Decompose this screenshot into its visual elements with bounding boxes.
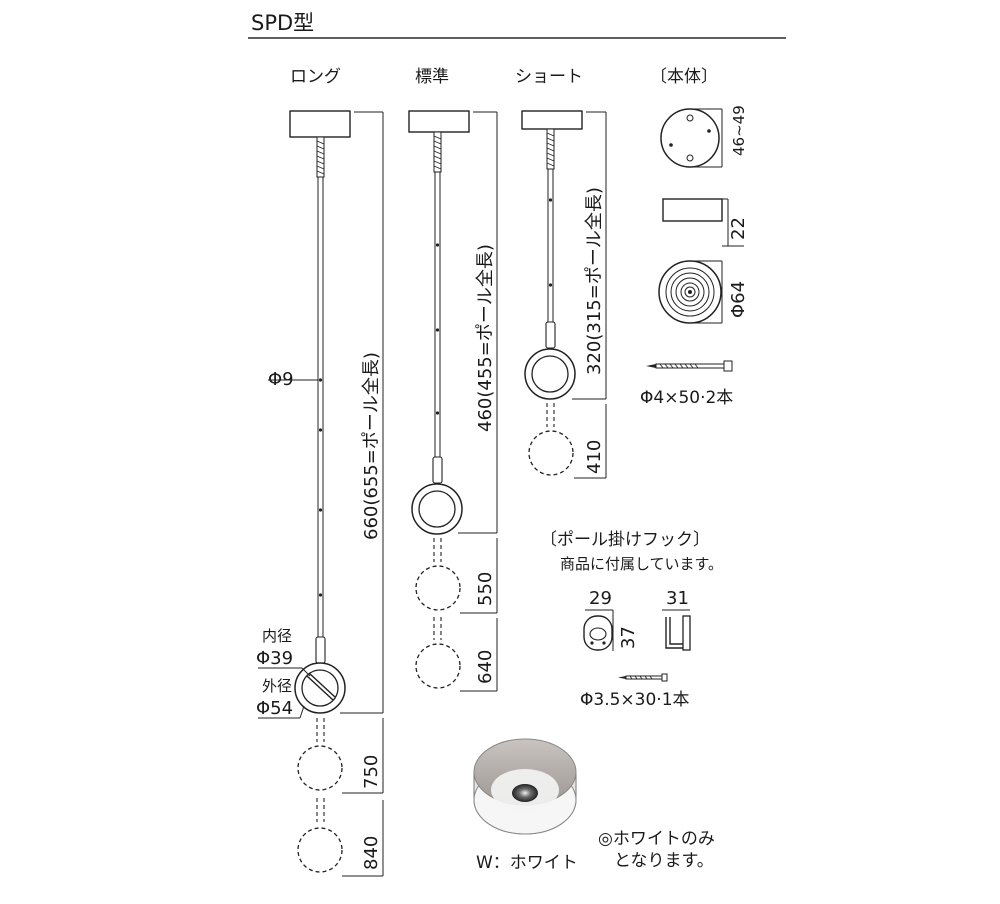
heading-body: 〔本体〕 <box>650 67 718 87</box>
standard-ext2-dim: 640 <box>475 650 496 684</box>
standard-ring-inner <box>418 490 456 528</box>
standard-extended-ring-1 <box>415 565 461 611</box>
body-screw <box>646 360 733 372</box>
short-ext1-dim: 410 <box>584 440 605 474</box>
long-hanger: 660(655=ポール全長) 750 840 Φ9 内径 Φ39 外径 Φ54 <box>256 110 384 877</box>
body-height-dim: 22 <box>728 217 749 240</box>
product-color-label: W：ホワイト <box>476 853 578 873</box>
long-ext2-dim: 840 <box>361 836 382 870</box>
hook-side-view <box>665 617 688 649</box>
long-extended-ring-1 <box>297 745 343 791</box>
short-ring-inner <box>531 355 569 393</box>
body-parts: 46~49 22 Φ64 Φ4×50·2本 <box>640 105 749 408</box>
long-length-dim: 660(655=ポール全長) <box>361 352 382 540</box>
product-note-line1: ◎ホワイトのみ <box>598 829 715 849</box>
standard-ext1-dim: 550 <box>475 572 496 606</box>
product-note-line2: となります。 <box>614 851 714 871</box>
standard-length-dim: 460(455=ポール全長) <box>475 244 496 432</box>
hook-screw-spec: Φ3.5×30·1本 <box>580 690 690 710</box>
hook-width-dim: 29 <box>589 588 612 609</box>
body-side-view <box>662 198 723 222</box>
hook-title: 〔ポール掛けフック〕 <box>540 530 710 550</box>
body-screw-spec: Φ4×50·2本 <box>640 388 733 408</box>
heading-short: ショート <box>515 67 583 87</box>
standard-hanger: 460(455=ポール全長) 550 640 <box>408 110 498 692</box>
short-length-dim: 320(315=ポール全長) <box>584 187 605 375</box>
heading-standard: 標準 <box>415 67 449 87</box>
standard-ceiling-mount <box>408 110 470 133</box>
product-photo: W：ホワイト <box>473 738 578 873</box>
short-pole <box>547 168 554 323</box>
standard-ring-neck <box>432 456 443 484</box>
diagram-title: SPD型 <box>251 11 314 35</box>
outer-label: 外径 <box>262 677 292 695</box>
outer-value: Φ54 <box>256 698 293 719</box>
product-socket <box>512 784 538 802</box>
inner-value: Φ39 <box>256 648 293 669</box>
long-ext1-dim: 750 <box>361 755 382 789</box>
short-ceiling-mount <box>521 110 583 130</box>
inner-label: 内径 <box>262 627 292 645</box>
short-thread <box>546 128 555 170</box>
standard-extended-ring-2 <box>415 643 461 689</box>
hook-screw <box>618 673 668 682</box>
body-base-dim: Φ64 <box>728 281 749 318</box>
short-hanger: 320(315=ポール全長) 410 <box>521 110 607 479</box>
hook-note: 商品に付属しています。 <box>560 555 723 573</box>
pole-hook: 〔ポール掛けフック〕 商品に付属しています。 29 37 31 Φ3.5×30·… <box>540 530 723 710</box>
body-top-dim: 46~49 <box>730 105 748 156</box>
short-ring-neck <box>545 321 556 349</box>
long-ceiling-mount <box>289 110 351 138</box>
long-pole <box>317 176 324 638</box>
long-extended-ring-2 <box>297 827 343 873</box>
hook-side-dim: 31 <box>666 588 689 609</box>
long-thread <box>316 136 325 178</box>
long-ring-neck <box>315 636 326 664</box>
standard-thread <box>433 131 442 173</box>
heading-long: ロング <box>290 67 341 87</box>
hook-height-dim: 37 <box>618 626 639 649</box>
short-extended-ring-1 <box>528 430 574 476</box>
